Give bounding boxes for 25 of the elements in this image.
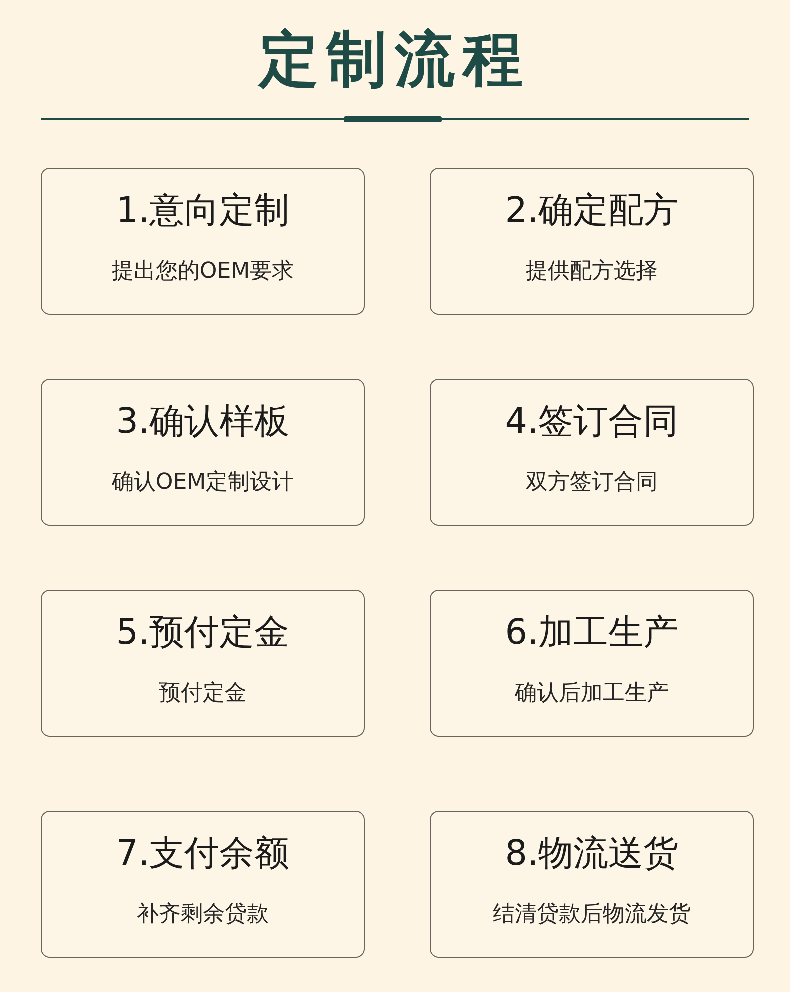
step-title: 4.签订合同	[505, 401, 679, 444]
step-title: 6.加工生产	[505, 612, 679, 655]
step-box	[430, 168, 754, 315]
step-box	[430, 590, 754, 737]
step-title: 3.确认样板	[116, 401, 290, 444]
step-box	[41, 590, 365, 737]
step-description: 预付定金	[159, 680, 247, 708]
step-description: 确认OEM定制设计	[112, 469, 294, 497]
step-title: 2.确定配方	[505, 190, 679, 233]
step-box	[430, 379, 754, 526]
step-title: 5.预付定金	[116, 612, 290, 655]
step-box	[41, 811, 365, 958]
step-title: 8.物流送货	[505, 833, 679, 876]
step-box	[430, 811, 754, 958]
step-description: 补齐剩余贷款	[137, 901, 269, 929]
step-description: 双方签订合同	[526, 469, 658, 497]
title: 定制流程	[259, 24, 531, 97]
step-description: 提出您的OEM要求	[112, 258, 294, 286]
step-description: 结清贷款后物流发货	[493, 901, 691, 929]
step-title: 7.支付余额	[116, 833, 290, 876]
step-description: 确认后加工生产	[515, 680, 669, 708]
step-box	[41, 379, 365, 526]
step-title: 1.意向定制	[116, 190, 290, 233]
step-description: 提供配方选择	[526, 258, 658, 286]
step-box	[41, 168, 365, 315]
